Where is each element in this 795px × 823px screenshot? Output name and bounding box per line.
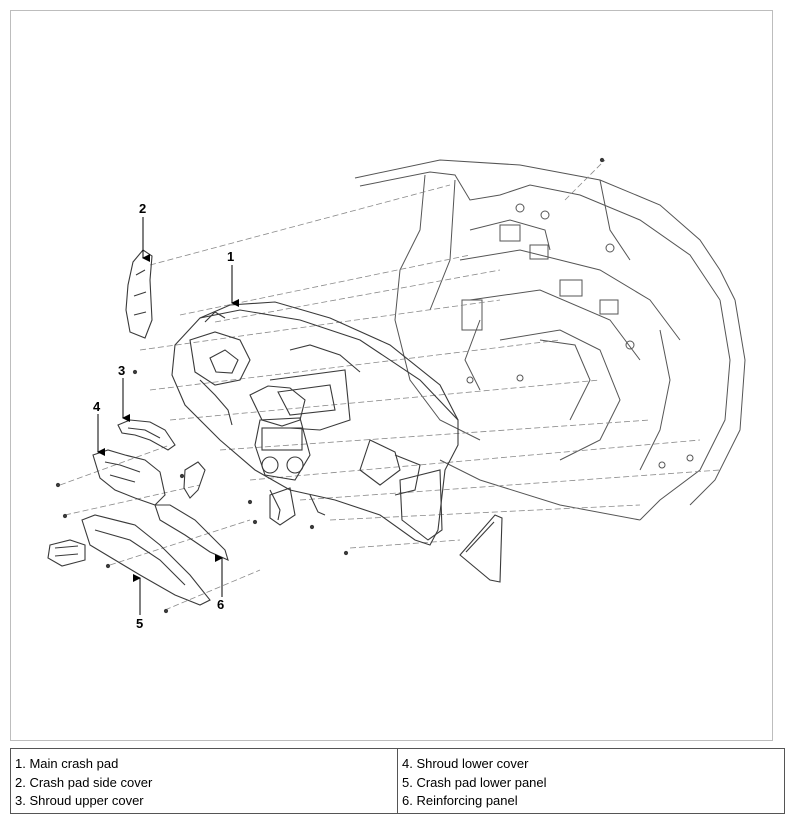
legend-column-right: 4. Shroud lower cover 5. Crash pad lower… <box>397 749 784 813</box>
vehicle-body <box>354 159 746 521</box>
callout-leaders <box>97 217 239 615</box>
parts-legend-table: 1. Main crash pad 2. Crash pad side cove… <box>10 748 785 814</box>
legend-item: 5. Crash pad lower panel <box>402 774 547 790</box>
crash-pad-lower-panel <box>47 504 229 606</box>
callout-3: 3 <box>118 363 125 378</box>
screws <box>55 157 605 614</box>
exploded-view-diagram: 1 2 3 4 5 6 <box>47 157 746 631</box>
diagram-frame <box>10 10 773 741</box>
reinforcing-panel <box>183 461 503 583</box>
callout-6: 6 <box>217 597 224 612</box>
legend-item: 4. Shroud lower cover <box>402 756 529 771</box>
shroud-upper-cover <box>117 419 176 451</box>
legend-item: 6. Reinforcing panel <box>402 793 518 808</box>
callout-4: 4 <box>93 399 101 414</box>
alignment-lines <box>59 159 721 611</box>
legend-item: 3. Shroud upper cover <box>15 793 144 808</box>
callout-1: 1 <box>227 249 234 264</box>
legend-item: 1. Main crash pad <box>15 756 119 771</box>
callout-2: 2 <box>139 201 146 216</box>
shroud-lower-cover <box>92 449 166 506</box>
crash-pad-side-cover <box>125 249 153 339</box>
legend-column-left: 1. Main crash pad 2. Crash pad side cove… <box>11 749 397 813</box>
main-crash-pad <box>171 301 459 546</box>
callout-5: 5 <box>136 616 143 631</box>
legend-item: 2. Crash pad side cover <box>15 774 153 790</box>
